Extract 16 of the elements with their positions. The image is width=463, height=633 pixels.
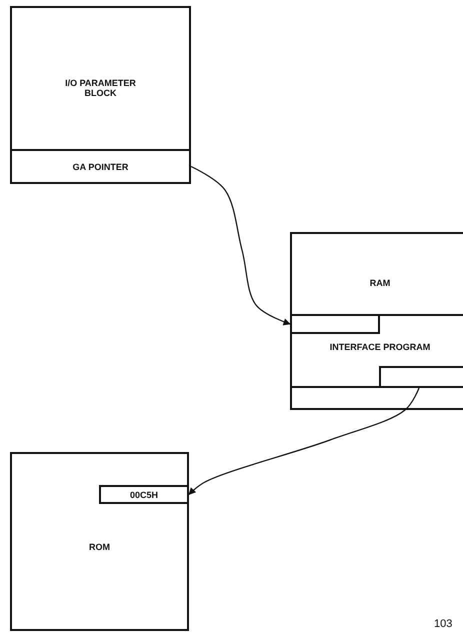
block-label: I/O PARAMETER BLOCK bbox=[64, 78, 137, 98]
block-label: GA POINTER bbox=[72, 162, 130, 172]
memory-block bbox=[10, 452, 189, 631]
memory-block bbox=[290, 232, 463, 410]
memory-segment bbox=[379, 366, 463, 388]
block-label: RAM bbox=[368, 278, 392, 288]
block-label: 00C5H bbox=[128, 490, 159, 500]
block-label: ROM bbox=[88, 542, 111, 552]
memory-segment bbox=[290, 314, 380, 334]
arrow bbox=[188, 388, 420, 496]
address-field bbox=[99, 485, 189, 504]
memory-block bbox=[10, 6, 191, 184]
program-region bbox=[290, 314, 463, 388]
block-label: INTERFACE PROGRAM bbox=[328, 342, 432, 352]
page-number: 103 bbox=[434, 618, 452, 630]
arrow bbox=[190, 166, 291, 326]
